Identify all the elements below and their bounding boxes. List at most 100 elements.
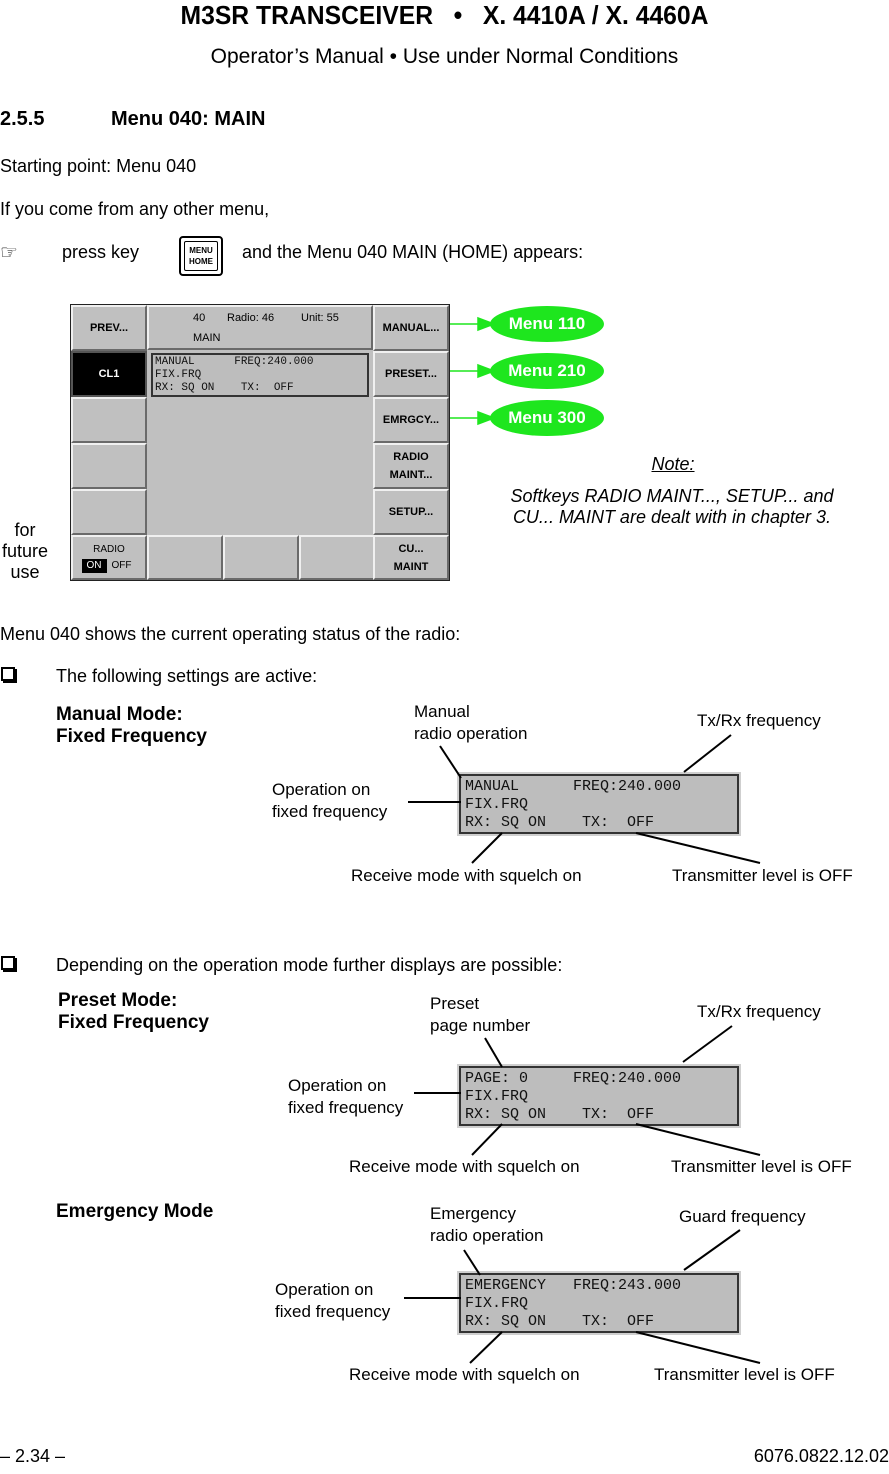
ann-line: Operation on xyxy=(288,1076,387,1095)
lcd-line: RX: SQ ON TX: OFF xyxy=(465,814,655,831)
note-title: Note: xyxy=(651,454,695,474)
radio-on-option[interactable]: ON xyxy=(81,558,107,573)
lcd-line: MANUAL FREQ:240.000 xyxy=(465,778,682,795)
press-key-label: press key xyxy=(62,242,140,262)
target-menu-110: Menu 110 xyxy=(490,306,604,342)
annotation-fixed-frequency: Operation on fixed frequency xyxy=(275,1279,390,1323)
future-use-label: for future use xyxy=(0,520,50,583)
ann-line: Manual xyxy=(414,702,470,721)
lcd-line: RX: SQ ON TX: OFF xyxy=(465,1313,655,1330)
intro-text: If you come from any other menu, xyxy=(0,199,270,219)
annotation-preset-page: Preset page number xyxy=(430,993,530,1037)
ann-line: page number xyxy=(430,1016,531,1035)
softkey-label: EMRGCY... xyxy=(382,414,440,426)
note-line: Softkeys RADIO MAINT..., SETUP... and xyxy=(510,486,834,506)
target-menu-210: Menu 210 xyxy=(490,353,604,389)
lcd-line: FIX.FRQ xyxy=(465,1088,529,1105)
ann-line: fixed frequency xyxy=(288,1098,404,1117)
note-body: Softkeys RADIO MAINT..., SETUP... and CU… xyxy=(470,486,874,528)
annotation-fixed-frequency: Operation on fixed frequency xyxy=(288,1075,403,1119)
softkey-setup[interactable]: SETUP... xyxy=(373,489,449,535)
page-number: – 2.34 – xyxy=(0,1446,66,1466)
softkey-label: PRESET... xyxy=(385,368,437,380)
annotation-manual-operation: Manual radio operation xyxy=(414,701,527,745)
ann-line: radio operation xyxy=(430,1226,544,1245)
softkey-cu-maint[interactable]: CU... MAINT xyxy=(373,535,449,580)
future-line: future xyxy=(1,541,49,561)
softkey-cl1[interactable]: CL1 xyxy=(71,351,147,397)
annotation-emergency-operation: Emergency radio operation xyxy=(430,1203,543,1247)
ann-line: radio operation xyxy=(414,724,528,743)
key-line1: MENU xyxy=(189,246,213,255)
target-label: Menu 110 xyxy=(508,314,586,333)
lcd-line: PAGE: 0 FREQ:240.000 xyxy=(465,1070,682,1087)
status-header: 40 Radio: 46 Unit: 55 MAIN xyxy=(147,305,373,350)
annotation-receive-mode: Receive mode with squelch on xyxy=(349,1157,580,1176)
section-number: 2.5.5 xyxy=(0,108,45,130)
checkbox-bullet-icon xyxy=(1,956,15,970)
annotation-receive-mode: Receive mode with squelch on xyxy=(349,1365,580,1384)
softkey-manual[interactable]: MANUAL... xyxy=(373,305,449,351)
softkey-emergency[interactable]: EMRGCY... xyxy=(373,397,449,443)
mode-title-manual: Manual Mode: Fixed Frequency xyxy=(56,704,207,748)
softkey-label: RADIO xyxy=(393,451,429,463)
future-line: use xyxy=(10,562,40,582)
document-number: 6076.0822.12.02 xyxy=(753,1446,889,1466)
target-menu-300: Menu 300 xyxy=(490,400,604,436)
annotation-transmitter-level: Transmitter level is OFF xyxy=(671,1157,852,1176)
future-line: for xyxy=(14,520,36,540)
mode-title-emergency: Emergency Mode xyxy=(56,1201,214,1222)
mode-title-line: Fixed Frequency xyxy=(58,1012,209,1033)
softkey-label: SETUP... xyxy=(388,506,434,518)
softkey-radio-maint[interactable]: RADIO MAINT... xyxy=(373,443,449,489)
softkey-bottom-3[interactable] xyxy=(299,535,375,580)
annotation-transmitter-level: Transmitter level is OFF xyxy=(672,866,853,885)
softkey-label: CL1 xyxy=(98,368,120,380)
annotation-guard-frequency: Guard frequency xyxy=(679,1207,806,1226)
mode-title-line: Fixed Frequency xyxy=(56,726,207,747)
radio-off-option[interactable]: OFF xyxy=(111,559,132,571)
menu-name: MAIN xyxy=(193,332,221,344)
softkey-bottom-2[interactable] xyxy=(223,535,299,580)
target-label: Menu 210 xyxy=(508,361,586,380)
press-after-text: and the Menu 040 MAIN (HOME) appears: xyxy=(242,242,584,262)
lcd-line: FIX.FRQ xyxy=(465,1295,529,1312)
status-intro-text: Menu 040 shows the current operating sta… xyxy=(0,624,461,644)
bullet-text-1: The following settings are active: xyxy=(56,666,318,686)
softkey-label: CU... xyxy=(398,542,424,555)
ann-line: Emergency xyxy=(430,1204,516,1223)
unit-id: Unit: 55 xyxy=(301,312,339,324)
softkey-label-2: MAINT xyxy=(393,560,429,573)
ann-line: fixed frequency xyxy=(275,1302,391,1321)
radio-id: Radio: 46 xyxy=(227,312,275,324)
checkbox-bullet-icon xyxy=(1,667,15,681)
mode-title-line: Manual Mode: xyxy=(56,704,183,725)
lcd-line: MANUAL FREQ:240.000 xyxy=(155,356,314,368)
key-line2: HOME xyxy=(189,257,213,266)
annotation-txrx-frequency: Tx/Rx frequency xyxy=(697,1002,821,1021)
lcd-line: FIX.FRQ xyxy=(465,796,529,813)
softkey-bottom-1[interactable] xyxy=(147,535,223,580)
menu-number: 40 xyxy=(193,312,206,324)
softkey-preset[interactable]: PRESET... xyxy=(373,351,449,397)
softkey-left-5[interactable] xyxy=(71,489,147,535)
lcd-line: RX: SQ ON TX: OFF xyxy=(155,382,294,394)
mode-title-line: Preset Mode: xyxy=(58,990,178,1011)
note-line: CU... MAINT are dealt with in chapter 3. xyxy=(512,507,832,527)
softkey-label: MANUAL... xyxy=(382,322,440,334)
ann-line: Operation on xyxy=(275,1280,374,1299)
ann-line: fixed frequency xyxy=(272,802,388,821)
document-subtitle: Operator’s Manual • Use under Normal Con… xyxy=(210,45,679,68)
softkey-label-2: MAINT... xyxy=(389,469,433,481)
section-title: Menu 040: MAIN xyxy=(111,108,266,130)
annotation-fixed-frequency: Operation on fixed frequency xyxy=(272,779,387,823)
lcd-line: FIX.FRQ xyxy=(155,369,202,381)
softkey-left-3[interactable] xyxy=(71,397,147,443)
softkey-prev[interactable]: PREV... xyxy=(71,305,147,351)
radio-on-off-switch[interactable]: RADIO ON OFF xyxy=(71,535,147,580)
ann-line: Operation on xyxy=(272,780,371,799)
menu-040-screen: PREV... CL1 RADIO ON OFF 40 Radio: 46 Un… xyxy=(70,304,450,581)
softkey-left-4[interactable] xyxy=(71,443,147,489)
